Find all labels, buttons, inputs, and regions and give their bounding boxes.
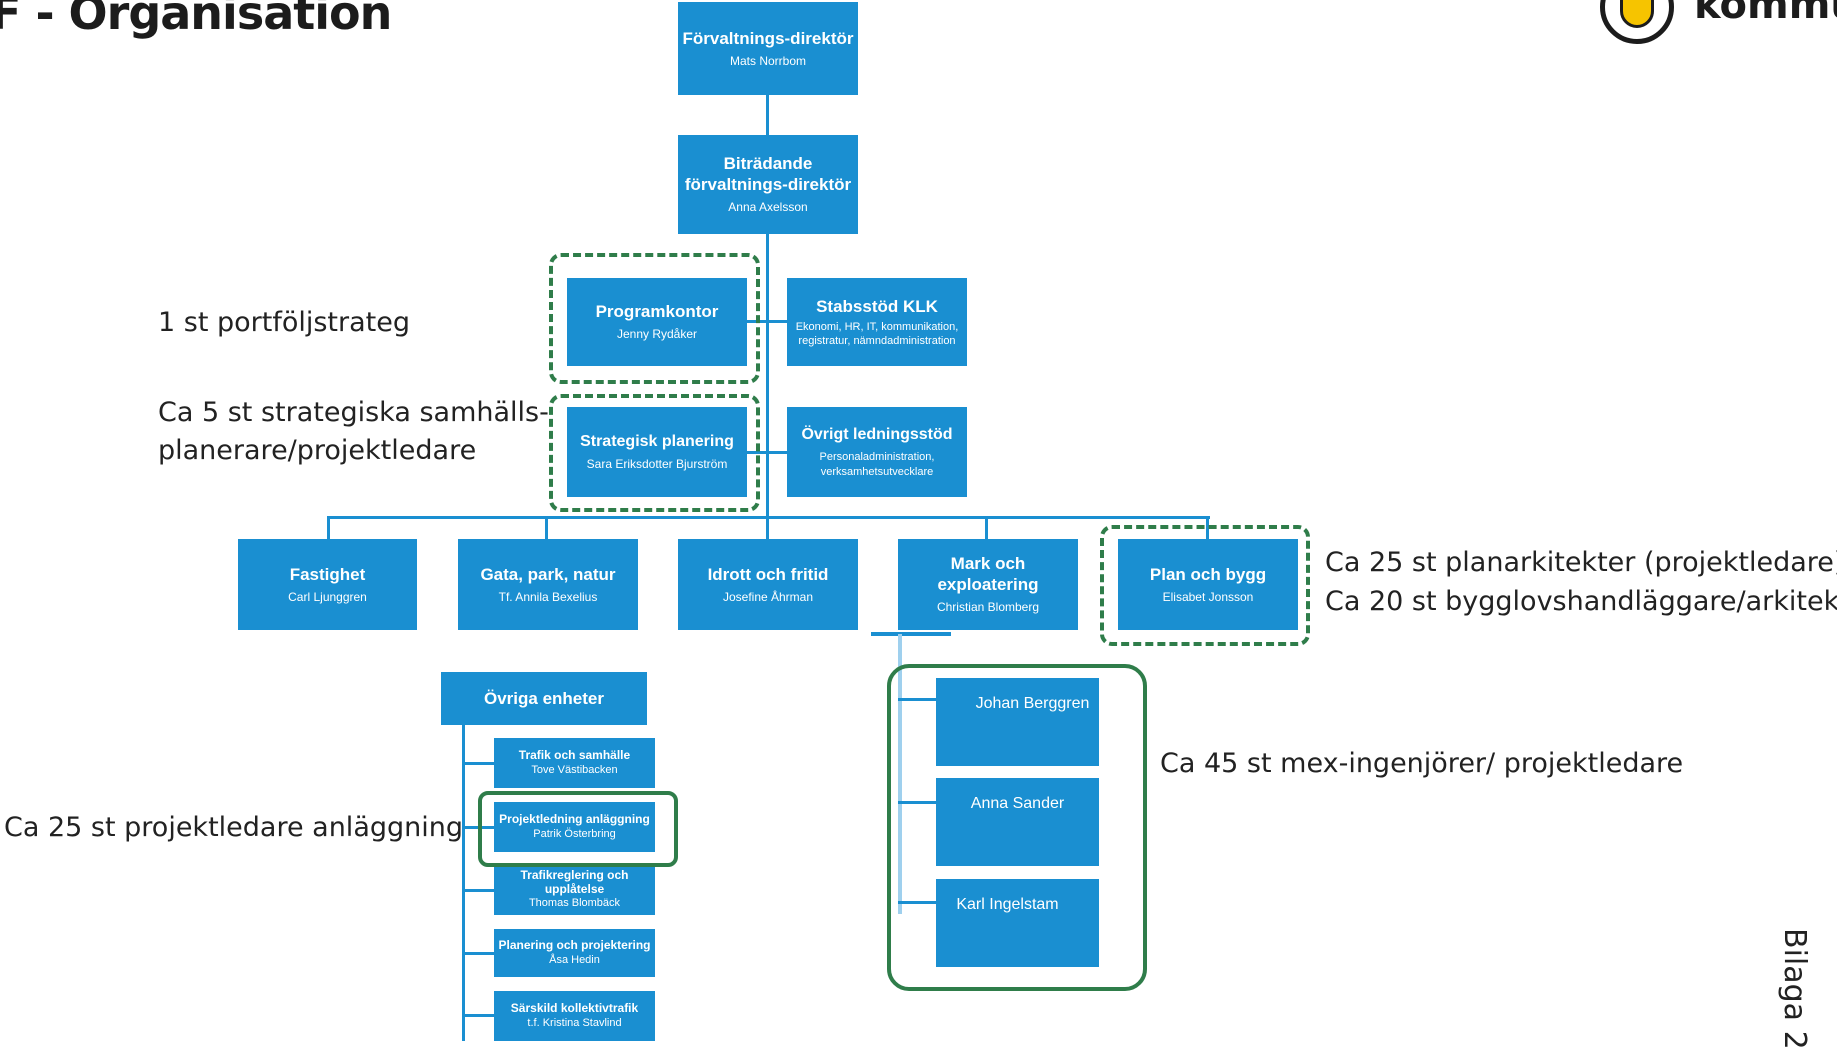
node-name: Sara Eriksdotter Bjurström — [586, 456, 728, 471]
node-title: Idrott och fritid — [707, 564, 829, 584]
node-title: Planering och projektering — [498, 937, 651, 952]
connector-line — [985, 516, 988, 539]
node-title: Anna Sander — [970, 795, 1065, 812]
node-name: Thomas Blombäck — [528, 896, 621, 909]
annotation-bygglov: Ca 20 st bygglovshandläggare/arkitekter — [1325, 586, 1837, 617]
node-name: Christian Blomberg — [936, 600, 1040, 615]
node-name: Josefine Åhrman — [722, 589, 814, 604]
highlight-frame-programkontor — [549, 253, 760, 384]
node-title: Karl Ingelstam — [956, 896, 1059, 913]
node-title: Stabsstöd KLK — [816, 296, 938, 316]
annotation-strategiska-line1: Ca 5 st strategiska samhälls- — [158, 397, 549, 428]
node-name: Personaladministration, verksamhetsutvec… — [819, 451, 935, 478]
node-trafikreglering: Trafikreglering och upplåtelse Thomas Bl… — [494, 863, 655, 915]
connector-line — [327, 516, 330, 539]
highlight-frame-anlaggning — [478, 791, 678, 867]
node-projektledning-anlaggning: Projektledning anläggning Patrik Österbr… — [494, 802, 655, 852]
node-title: Biträdande förvaltnings-direktör — [684, 153, 852, 195]
annotation-planarkitekter: Ca 25 st planarkitekter (projektledare) — [1325, 547, 1837, 578]
connector-line — [462, 889, 494, 892]
node-title: Gata, park, natur — [480, 564, 616, 584]
connector-line — [462, 762, 494, 765]
node-anna-sander: Anna Sander — [936, 778, 1099, 866]
connector-line — [766, 95, 769, 135]
connector-line — [462, 725, 465, 1041]
node-forvaltningsdirektor: Förvaltnings-direktör Mats Norrbom — [678, 2, 858, 95]
node-title: Förvaltnings-direktör — [682, 28, 854, 48]
annotation-portfoljstrateg: 1 st portföljstrateg — [158, 307, 411, 338]
node-name: Mats Norrbom — [729, 53, 806, 68]
node-title: Mark och exploatering — [937, 553, 1039, 595]
node-name: Carl Ljunggren — [288, 589, 367, 604]
node-bitradande: Biträdande förvaltnings-direktör Anna Ax… — [678, 135, 858, 234]
attachment-stamp: Bilaga 2 — [1777, 928, 1812, 1050]
logo-text: kommu — [1694, 0, 1837, 28]
highlight-frame-mex — [887, 664, 1147, 991]
connector-line — [745, 320, 787, 323]
page-title: F - Organisation — [0, 0, 392, 40]
node-strategisk-planering: Strategisk planering Sara Eriksdotter Bj… — [567, 407, 747, 497]
connector-line — [898, 801, 936, 804]
node-ovriga-enheter: Övriga enheter — [441, 672, 647, 725]
shield-icon — [1620, 0, 1654, 28]
connector-line — [766, 516, 769, 539]
node-title: Plan och bygg — [1149, 564, 1267, 584]
node-name: Patrik Österbring — [533, 828, 616, 841]
node-karl-ingelstam: Karl Ingelstam — [936, 879, 1099, 967]
node-trafik-och-samhalle: Trafik och samhälle Tove Västibacken — [494, 738, 655, 788]
node-sarskild-kollektivtrafik: Särskild kollektivtrafik t.f. Kristina S… — [494, 991, 655, 1041]
connector-line — [898, 698, 936, 701]
node-title: Fastighet — [289, 564, 366, 584]
highlight-frame-plan-och-bygg — [1100, 525, 1310, 646]
connector-line — [898, 634, 902, 914]
node-name: Åsa Hedin — [549, 954, 600, 967]
node-title: Övriga enheter — [484, 688, 604, 708]
node-stabsstod: Stabsstöd KLK Ekonomi, HR, IT, kommunika… — [787, 278, 967, 366]
node-title: Trafikreglering och upplåtelse — [520, 867, 629, 897]
connector-line — [545, 516, 548, 539]
node-mark-och-exploatering: Mark och exploatering Christian Blomberg — [898, 539, 1078, 630]
node-title: Trafik och samhälle — [518, 747, 631, 762]
node-title: Särskild kollektivtrafik — [510, 1000, 639, 1015]
annotation-anlaggning: Ca 25 st projektledare anläggning — [4, 812, 463, 843]
node-title: Projektledning anläggning — [499, 811, 650, 826]
node-name: Anna Axelsson — [728, 200, 808, 215]
node-name: Ekonomi, HR, IT, kommunikation, registra… — [795, 320, 959, 348]
node-planering-och-projektering: Planering och projektering Åsa Hedin — [494, 929, 655, 977]
node-gata-park-natur: Gata, park, natur Tf. Annila Bexelius — [458, 539, 638, 630]
node-plan-och-bygg: Plan och bygg Elisabet Jonsson — [1118, 539, 1298, 630]
connector-line — [462, 952, 494, 955]
node-title: Övrigt ledningsstöd — [801, 426, 953, 444]
node-fastighet: Fastighet Carl Ljunggren — [238, 539, 417, 630]
connector-line — [898, 901, 936, 904]
connector-line — [745, 451, 787, 454]
node-johan-berggren: Johan Berggren — [936, 678, 1099, 766]
node-title: Johan Berggren — [975, 695, 1090, 712]
connector-line — [871, 632, 951, 636]
annotation-mex: Ca 45 st mex-ingenjörer/ projektledare — [1160, 748, 1684, 779]
node-name: Elisabet Jonsson — [1162, 589, 1254, 604]
highlight-frame-strategisk — [549, 394, 760, 512]
node-idrott-och-fritid: Idrott och fritid Josefine Åhrman — [678, 539, 858, 630]
node-ovrigt-ledningsstod: Övrigt ledningsstöd Personaladministrati… — [787, 407, 967, 497]
node-title: Programkontor — [595, 302, 719, 322]
node-name: t.f. Kristina Stavlind — [527, 1017, 622, 1030]
node-name: Jenny Rydåker — [616, 327, 698, 342]
annotation-strategiska-line2: planerare/projektledare — [158, 435, 477, 466]
connector-line — [462, 1014, 494, 1017]
node-name: Tove Västibacken — [531, 764, 618, 777]
node-programkontor: Programkontor Jenny Rydåker — [567, 278, 747, 366]
connector-line — [766, 234, 769, 517]
node-title: Strategisk planering — [580, 432, 734, 450]
node-name: Tf. Annila Bexelius — [498, 589, 598, 604]
